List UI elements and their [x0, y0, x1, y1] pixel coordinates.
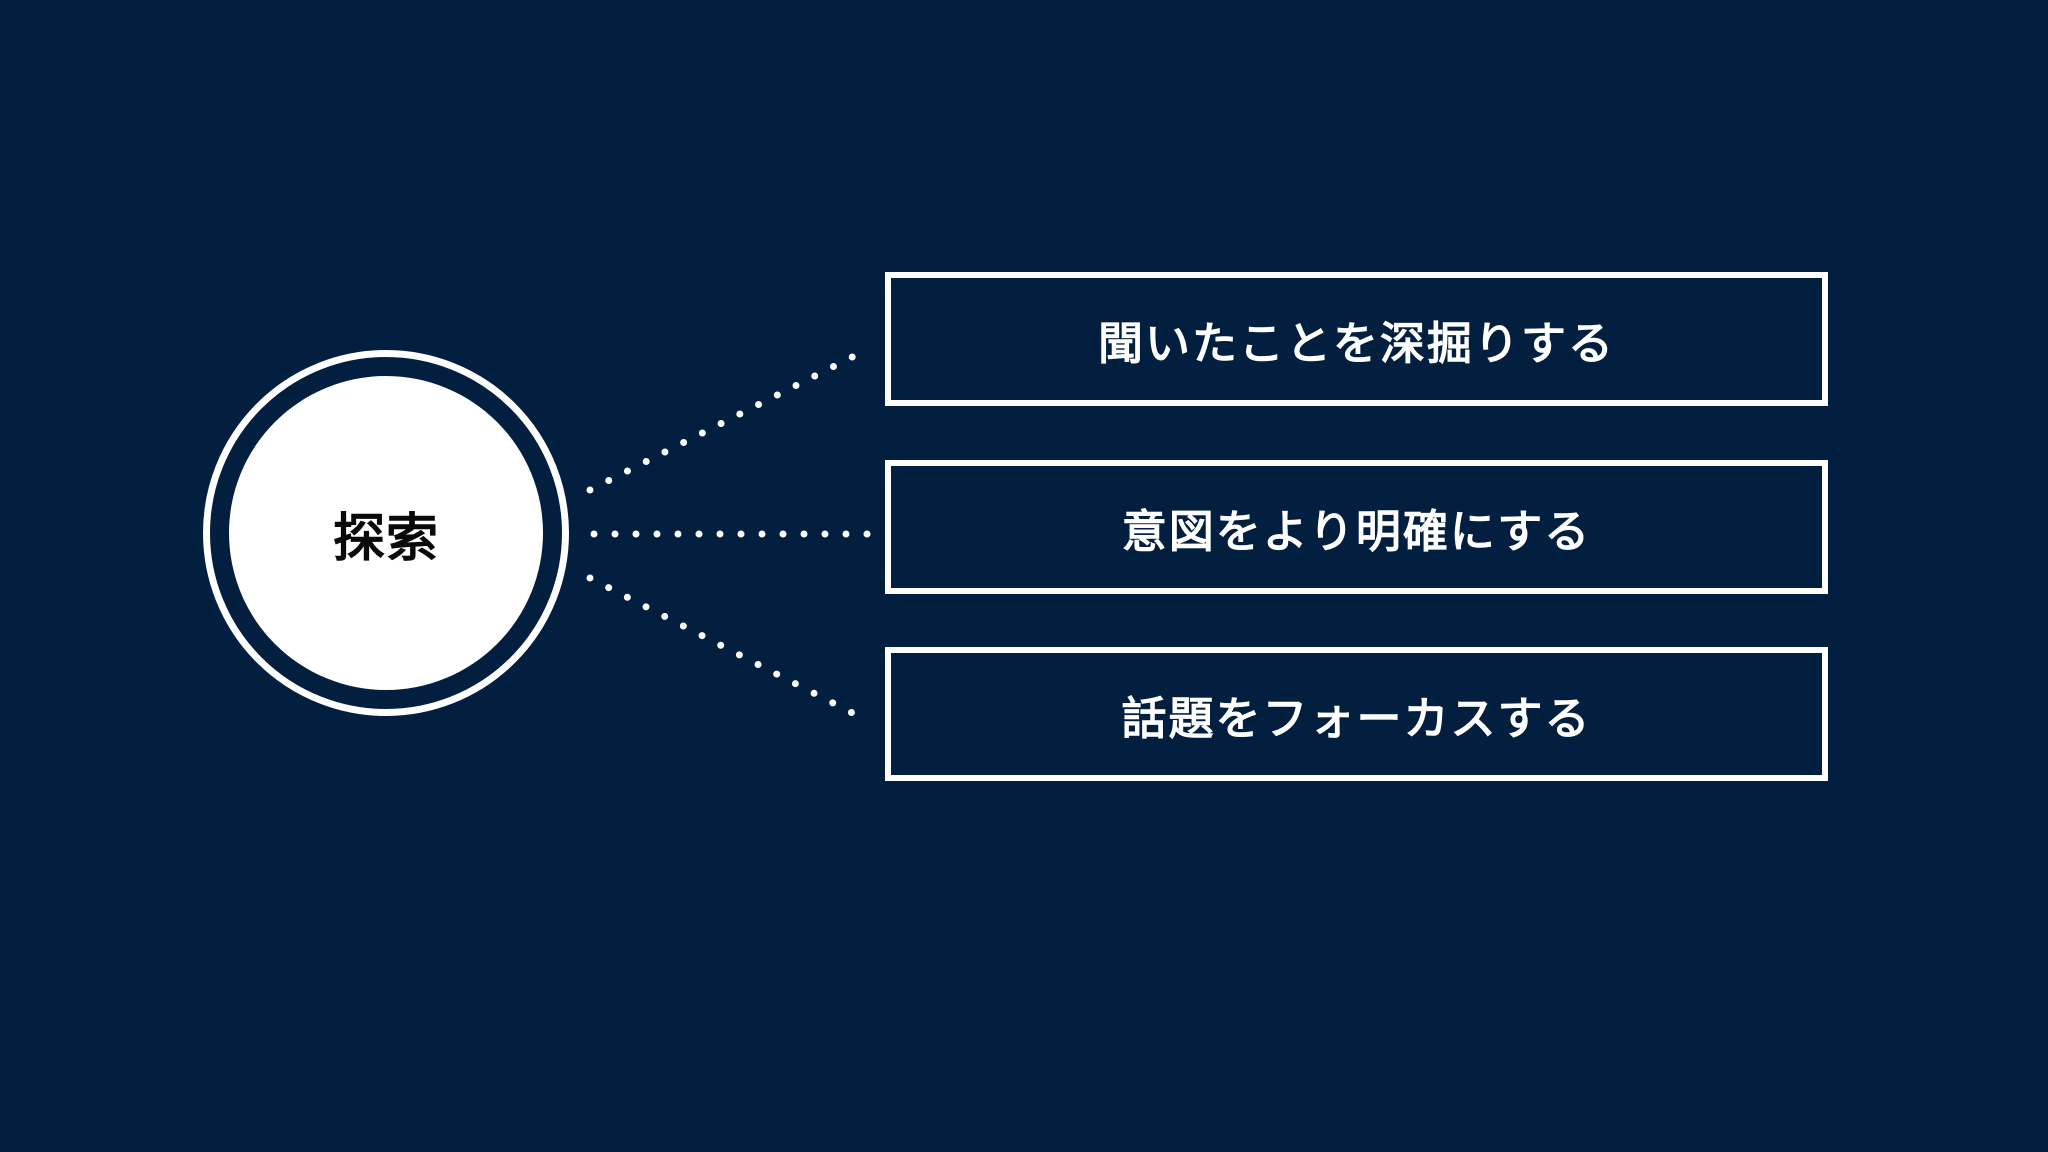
branch-box-3: 話題をフォーカスする — [885, 647, 1828, 781]
branch-label-1: 聞いたことを深掘りする — [1097, 316, 1615, 370]
branch-box-2: 意図をより明確にする — [885, 460, 1828, 594]
connector-line-top — [586, 346, 870, 494]
branch-label-2: 意図をより明確にする — [1121, 504, 1592, 558]
hub-outer-ring — [203, 350, 569, 716]
branch-box-1: 聞いたことを深掘りする — [885, 272, 1828, 406]
hub-label: 探索 — [332, 508, 439, 569]
hub-circle: 探索 — [229, 376, 543, 690]
branch-label-3: 話題をフォーカスする — [1121, 691, 1592, 745]
connector-line-bottom — [586, 574, 870, 724]
